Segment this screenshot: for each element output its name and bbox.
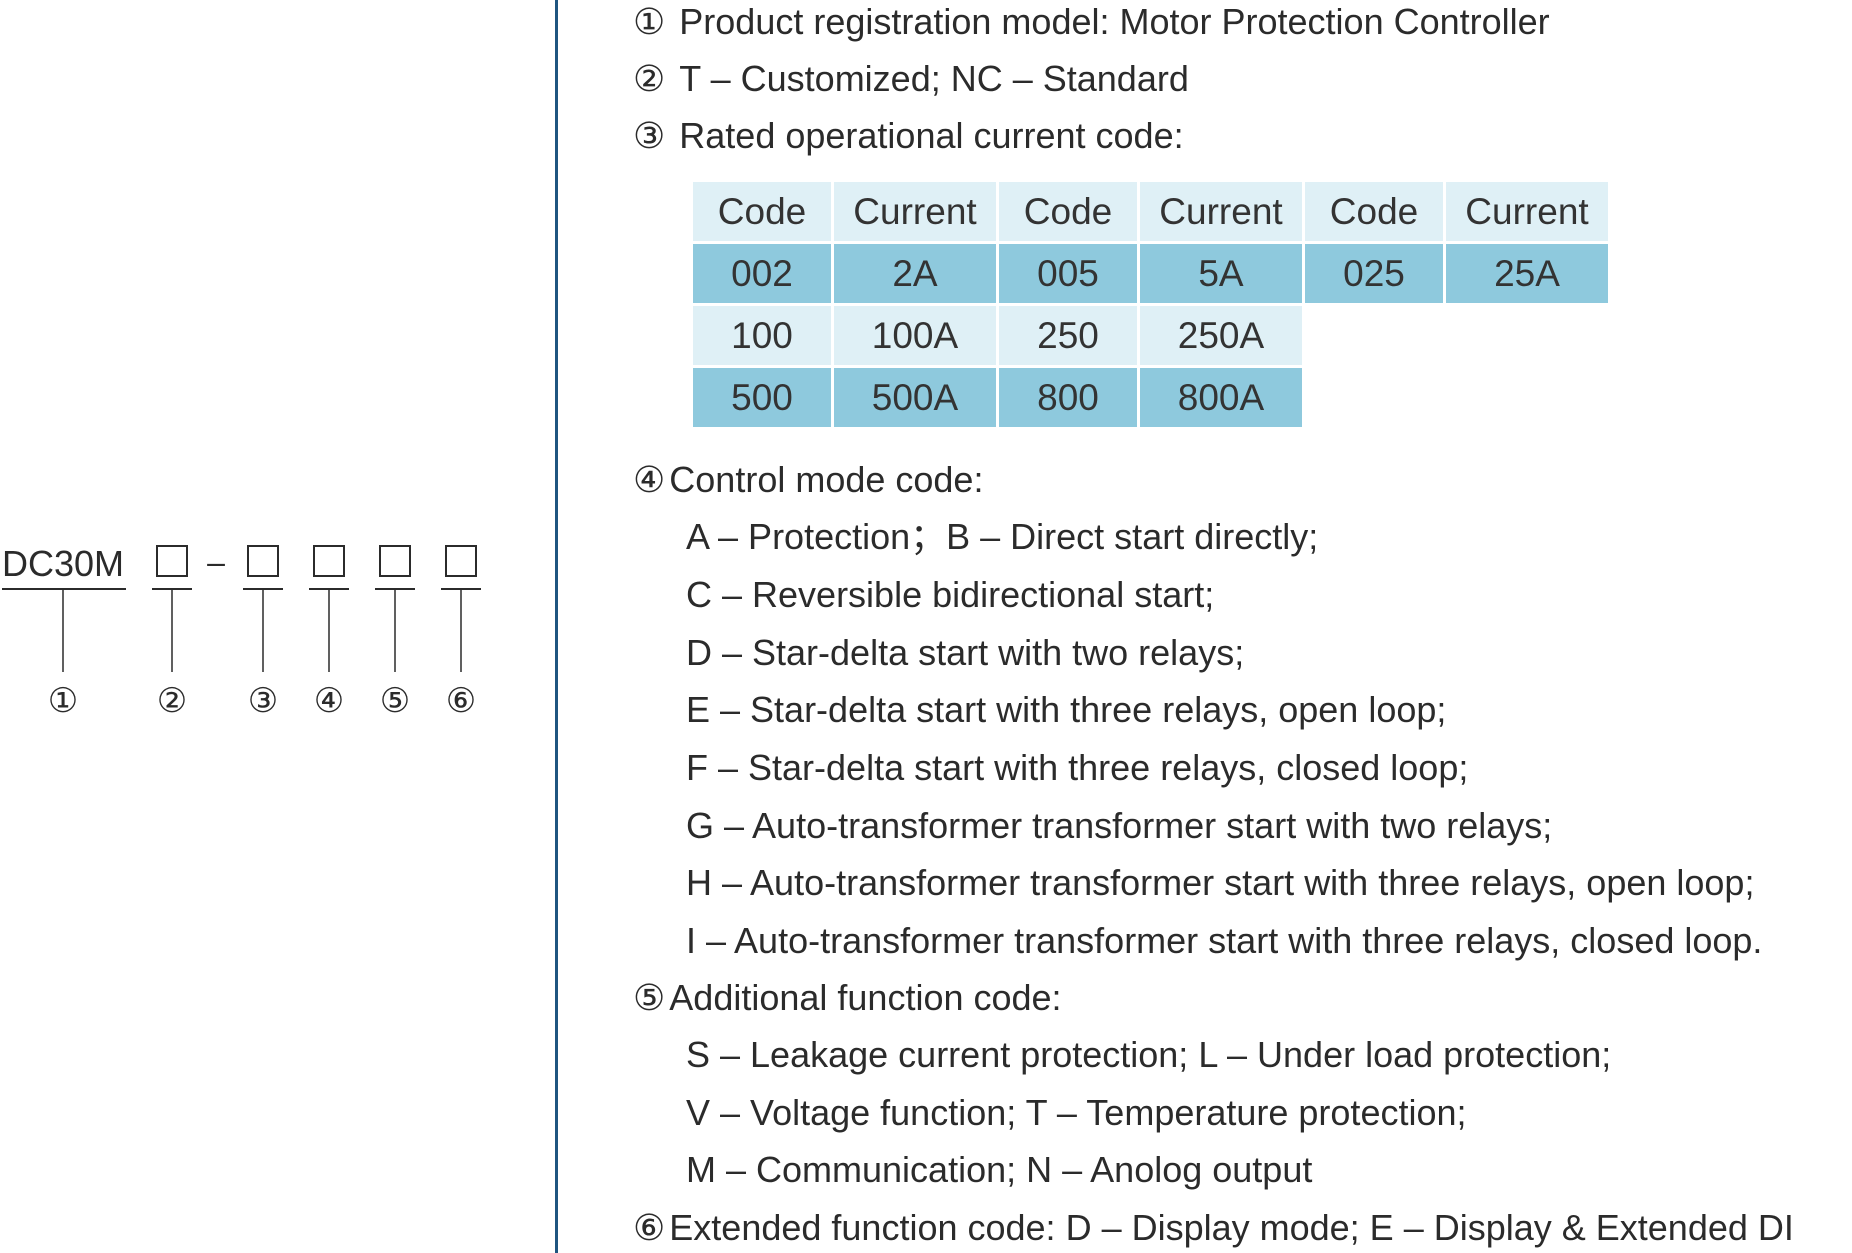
model-code-diagram: DC30M ① ② – ③ ④ ⑤ ⑥	[2, 543, 481, 721]
marker-5: ⑤	[380, 681, 410, 721]
table-cell: 500	[693, 368, 831, 427]
item-4-text: Control mode code:	[669, 459, 984, 500]
table-cell-empty	[1446, 368, 1608, 427]
table-row: 002 2A 005 5A 025 25A	[693, 244, 1608, 303]
item-4-number: ④	[633, 459, 666, 500]
code-box-2	[156, 545, 188, 577]
table-header-row: Code Current Code Current Code Current	[693, 182, 1608, 241]
code-box-3	[247, 545, 279, 577]
table-header: Code	[1305, 182, 1443, 241]
control-mode-line: F – Star-delta start with three relays, …	[686, 747, 1469, 788]
table-header: Current	[1140, 182, 1302, 241]
control-mode-line: H – Auto-transformer transformer start w…	[686, 862, 1755, 903]
table-header: Current	[834, 182, 996, 241]
current-code-table: Code Current Code Current Code Current 0…	[690, 179, 1611, 430]
table-cell: 100A	[834, 306, 996, 365]
marker-1: ①	[48, 681, 78, 721]
code-box-4	[313, 545, 345, 577]
table-cell: 2A	[834, 244, 996, 303]
marker-2: ②	[157, 681, 187, 721]
item-3-number: ③	[633, 115, 666, 156]
table-cell: 800	[999, 368, 1137, 427]
item-1-number: ①	[633, 1, 666, 42]
item-3-text: Rated operational current code:	[679, 115, 1184, 156]
table-cell-empty	[1305, 306, 1443, 365]
table-cell: 005	[999, 244, 1137, 303]
code-box-5	[379, 545, 411, 577]
control-mode-line: D – Star-delta start with two relays;	[686, 632, 1245, 673]
table-cell-empty	[1446, 306, 1608, 365]
table-cell: 100	[693, 306, 831, 365]
table-cell: 25A	[1446, 244, 1608, 303]
item-6-text: Extended function code: D – Display mode…	[669, 1207, 1794, 1248]
vertical-divider	[555, 0, 558, 1253]
control-mode-line: E – Star-delta start with three relays, …	[686, 689, 1447, 730]
table-cell: 5A	[1140, 244, 1302, 303]
control-mode-line: G – Auto-transformer transformer start w…	[686, 805, 1553, 846]
item-6-number: ⑥	[633, 1207, 666, 1248]
item-1-text: Product registration model: Motor Protec…	[679, 1, 1550, 42]
item-3: ③ Rated operational current code:	[633, 114, 1184, 158]
item-1: ① Product registration model: Motor Prote…	[633, 0, 1550, 44]
item-2: ② T – Customized; NC – Standard	[633, 57, 1189, 101]
table-header: Code	[999, 182, 1137, 241]
marker-6: ⑥	[446, 681, 476, 721]
additional-function-line: V – Voltage function; T – Temperature pr…	[686, 1092, 1467, 1133]
table-cell: 250A	[1140, 306, 1302, 365]
table-cell: 800A	[1140, 368, 1302, 427]
table-cell: 250	[999, 306, 1137, 365]
additional-function-line: M – Communication; N – Anolog output	[686, 1149, 1313, 1190]
table-header: Code	[693, 182, 831, 241]
table-row: 100 100A 250 250A	[693, 306, 1608, 365]
marker-4: ④	[314, 681, 344, 721]
table-row: 500 500A 800 800A	[693, 368, 1608, 427]
table-header: Current	[1446, 182, 1608, 241]
item-5-number: ⑤	[633, 977, 666, 1018]
marker-3: ③	[248, 681, 278, 721]
model-dash: –	[207, 544, 225, 580]
table-cell: 002	[693, 244, 831, 303]
item-2-text: T – Customized; NC – Standard	[679, 58, 1189, 99]
item-2-number: ②	[633, 58, 666, 99]
control-mode-line: A – Protection；B – Direct start directly…	[686, 516, 1319, 557]
control-mode-line: C – Reversible bidirectional start;	[686, 574, 1215, 615]
table-cell: 500A	[834, 368, 996, 427]
control-mode-line: I – Auto-transformer transformer start w…	[686, 920, 1763, 961]
code-box-6	[445, 545, 477, 577]
model-label: DC30M	[2, 543, 124, 584]
table-cell-empty	[1305, 368, 1443, 427]
item-5-text: Additional function code:	[669, 977, 1062, 1018]
additional-function-line: S – Leakage current protection; L – Unde…	[686, 1034, 1612, 1075]
table-cell: 025	[1305, 244, 1443, 303]
